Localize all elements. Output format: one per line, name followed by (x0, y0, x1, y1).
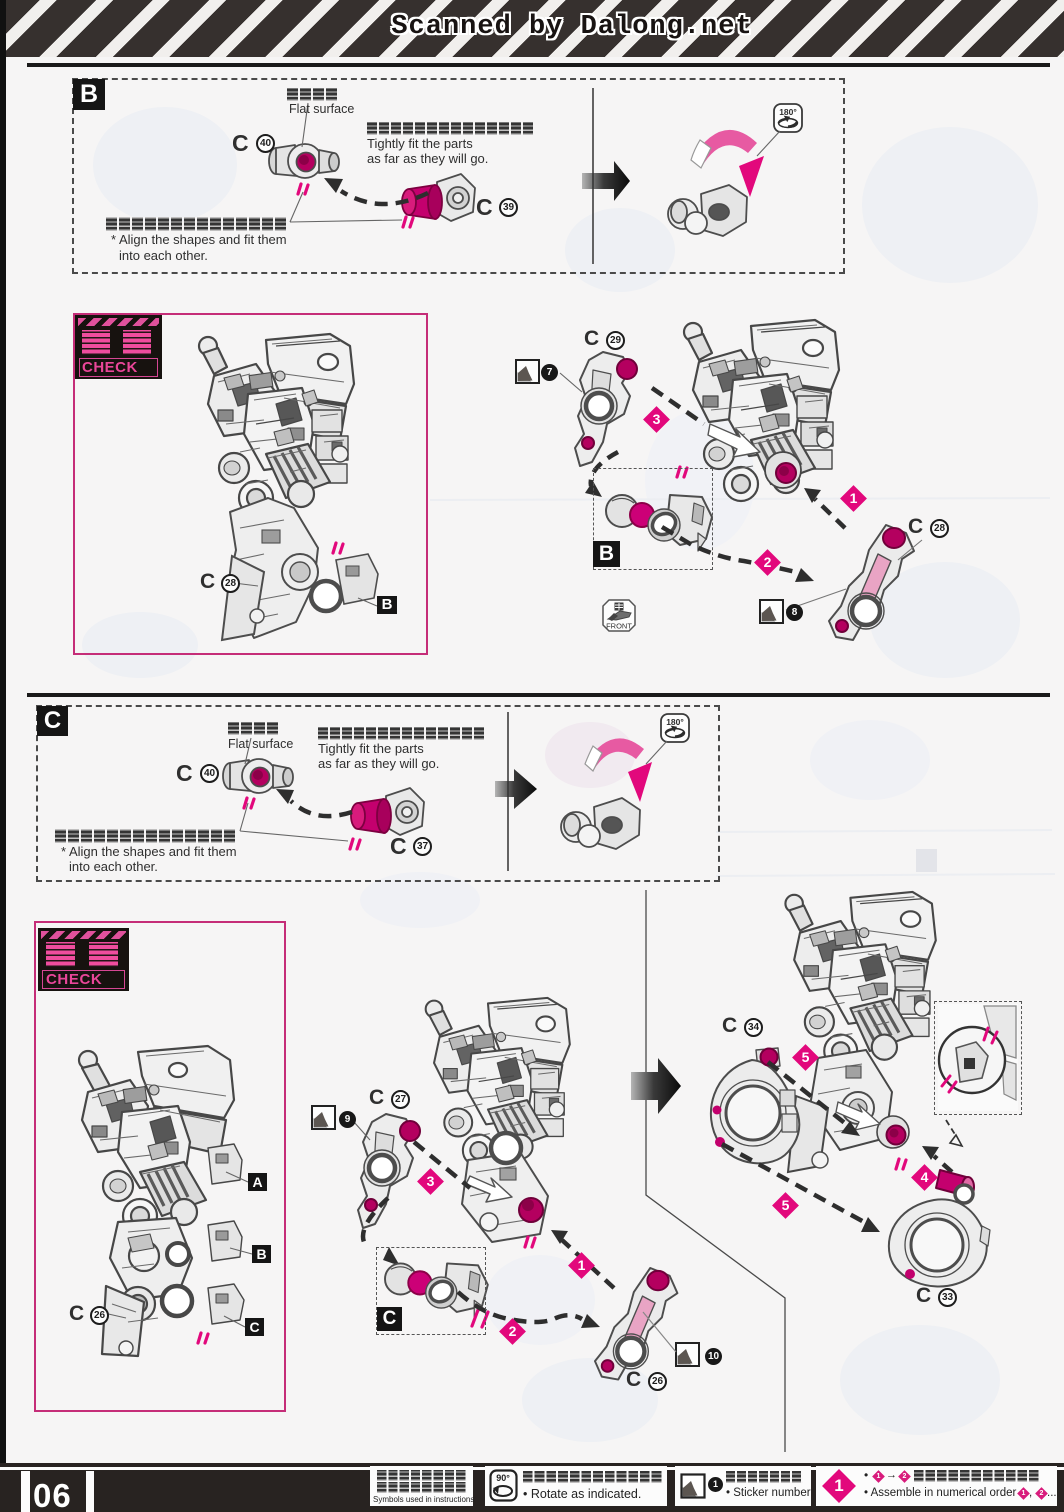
svg-text:90°: 90° (496, 1473, 510, 1483)
svg-text:FRONT: FRONT (606, 622, 632, 631)
